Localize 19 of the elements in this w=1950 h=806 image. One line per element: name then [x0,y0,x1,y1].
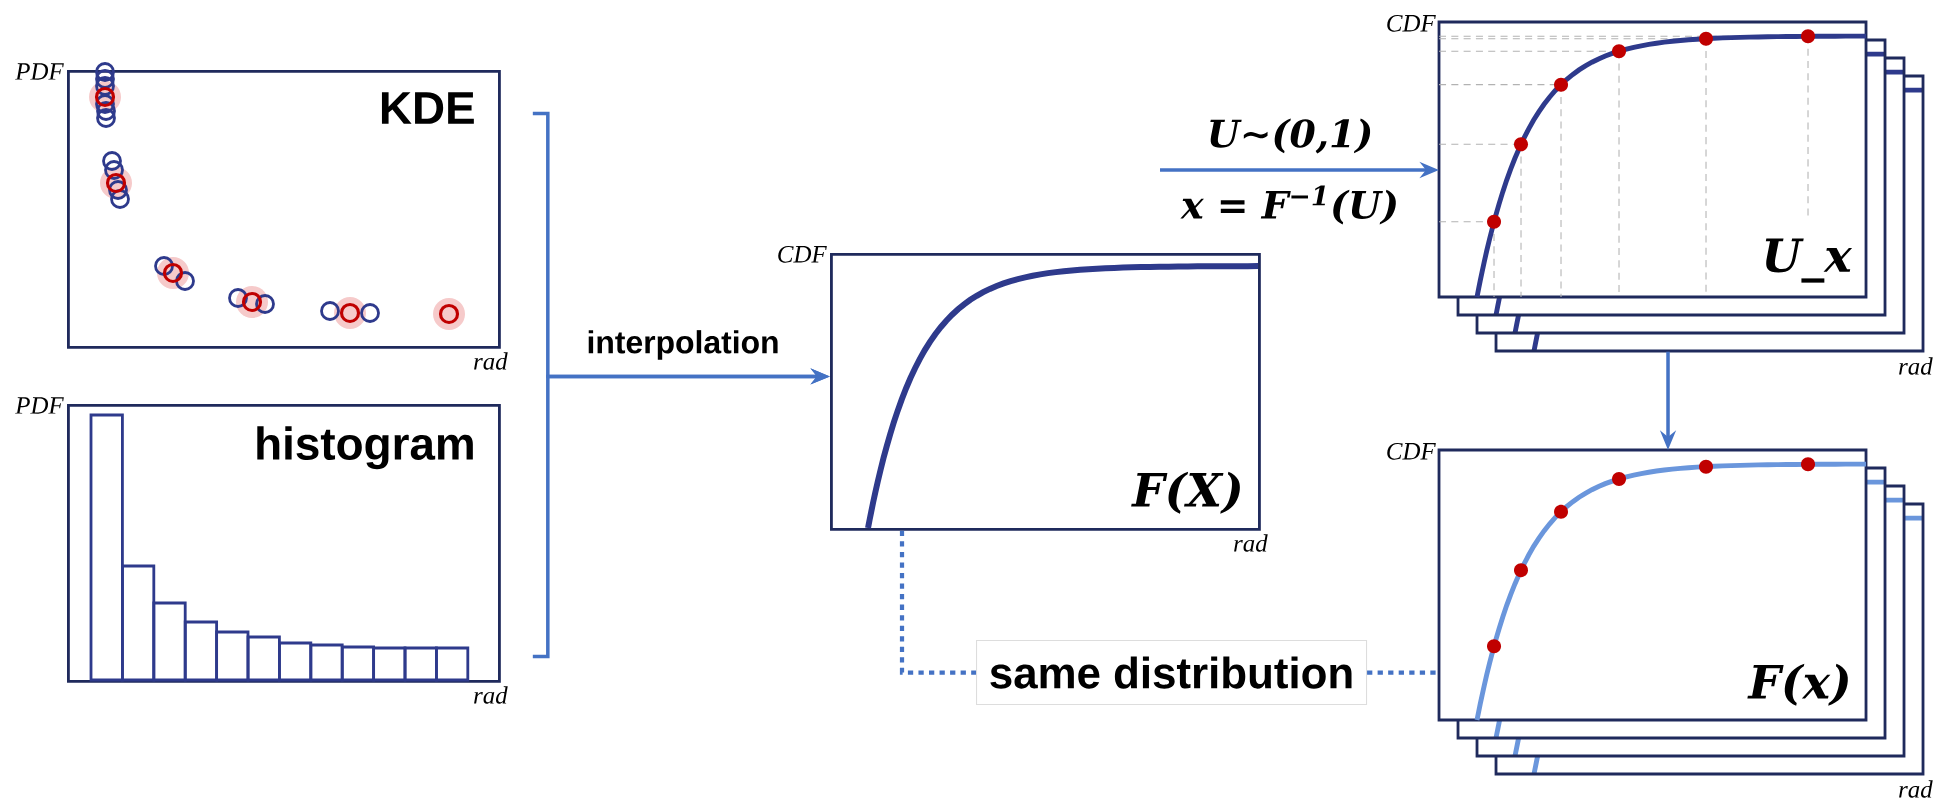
edge-label: U∼(0,1) [1203,114,1377,157]
axis-label: rad [1899,780,1933,798]
axis-label: CDF [778,245,827,263]
plot-panel: U_x [1437,20,1868,299]
edge-label: interpolation [583,326,784,364]
axis-label: rad [474,686,508,704]
axis-label: rad [1234,534,1268,552]
axis-label: rad [474,352,508,370]
axis-label: PDF [15,397,64,414]
plot-panel: histogram [67,404,501,683]
formula-label: x = F$^{−1}$(U) [1180,185,1396,225]
plot-panel: F(X) [830,253,1261,531]
plot-panel: F(x) [1437,448,1868,722]
axis-label: rad [1899,357,1933,375]
label-box: same distribution [976,640,1368,706]
axis-label: PDF [15,63,64,80]
plot-panel: KDE [67,70,501,349]
axis-label: CDF [1387,442,1436,460]
axis-label: CDF [1387,14,1436,32]
